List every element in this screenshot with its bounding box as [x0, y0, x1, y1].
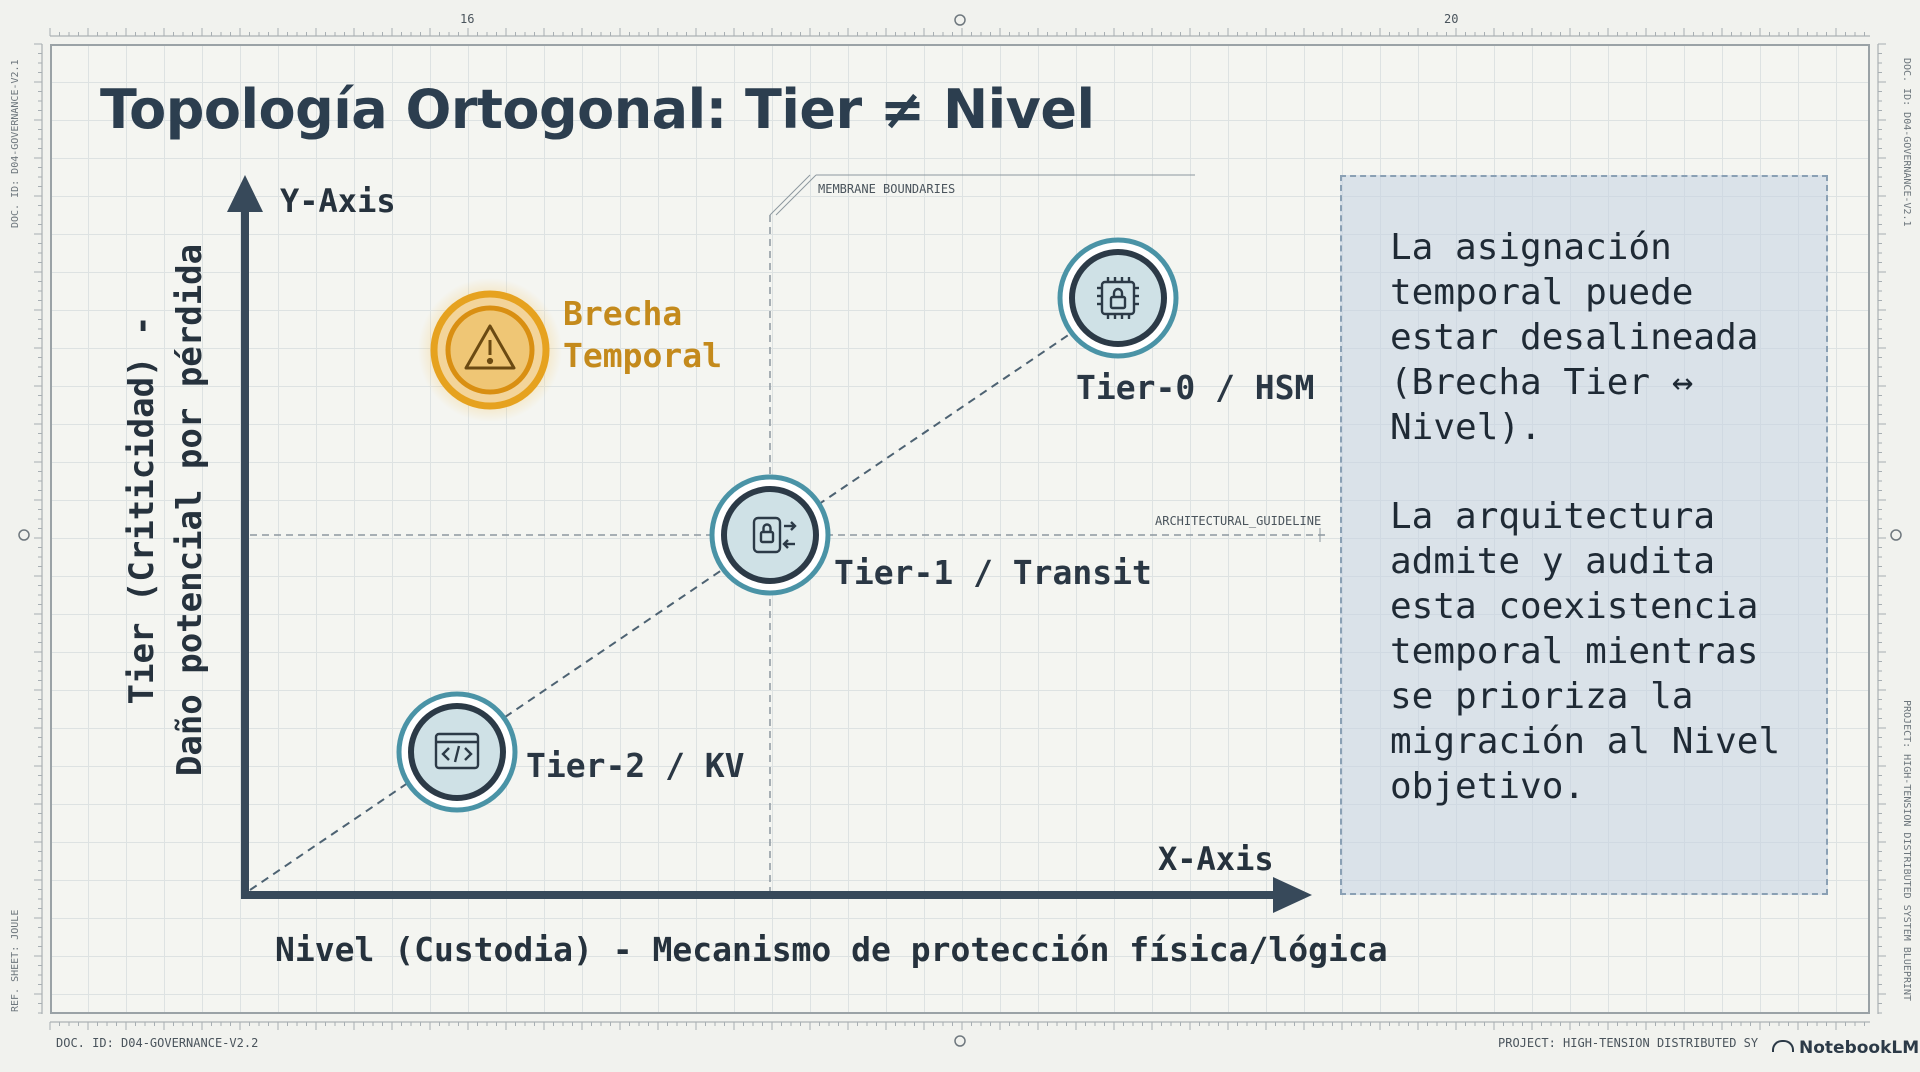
footer-doc-id: DOC. ID: D04-GOVERNANCE-V2.2 [56, 1036, 259, 1050]
membrane-leader [769, 174, 811, 216]
tier0-label: Tier-0 / HSM [1076, 368, 1315, 407]
y-axis-label-line1: Tier (Criticidad) - [122, 315, 162, 705]
ruler-label-right: 20 [1444, 12, 1459, 26]
y-axis-arrowhead [227, 175, 263, 212]
warning-icon [464, 324, 516, 370]
chip-lock-icon [1097, 277, 1139, 319]
tier2-label: Tier-2 / KV [526, 746, 745, 785]
x-axis-label: Nivel (Custodia) - Mecanismo de protecci… [275, 930, 1388, 969]
tier1-label: Tier-1 / Transit [834, 553, 1152, 592]
footer-project: PROJECT: HIGH-TENSION DISTRIBUTED SY [1498, 1036, 1759, 1050]
tier2-node [396, 691, 518, 813]
page-title: Topología Ortogonal: Tier ≠ Nivel [100, 78, 1095, 141]
brecha-label: Brecha Temporal [563, 293, 722, 377]
explanation-paragraph-2: La arquitectura admite y audita esta coe… [1390, 496, 1781, 807]
brecha-label-line2: Temporal [563, 336, 722, 375]
lock-transit-icon [752, 516, 797, 554]
registration-mark-right [1890, 529, 1902, 541]
brecha-node [418, 278, 562, 422]
y-axis-name: Y-Axis [280, 182, 396, 220]
notebooklm-logo-text: NotebookLM [1799, 1038, 1920, 1058]
explanation-paragraph-1: La asignación temporal puede estar desal… [1390, 227, 1759, 448]
explanation-panel: La asignación temporal puede estar desal… [1340, 175, 1828, 895]
brecha-label-line1: Brecha [563, 294, 683, 333]
registration-mark-left [18, 529, 30, 541]
trend-diagonal [249, 299, 1121, 891]
notebooklm-logo-icon [1772, 1040, 1794, 1052]
membrane-boundaries-label: MEMBRANE BOUNDARIES [818, 182, 956, 196]
ruler-label-left: 16 [460, 12, 475, 26]
registration-mark-top [954, 14, 966, 26]
x-axis-arrowhead [1273, 877, 1312, 913]
y-axis-label-line2: Daño potencial por pérdida [170, 243, 210, 777]
code-window-icon [434, 732, 480, 770]
x-axis-name: X-Axis [1158, 840, 1274, 878]
registration-mark-bottom [954, 1035, 966, 1047]
notebooklm-logo: NotebookLM [1772, 1038, 1919, 1058]
y-axis-label: Tier (Criticidad) - Daño potencial por p… [118, 230, 214, 790]
tier0-node [1057, 237, 1179, 359]
tier1-node [709, 474, 831, 596]
architectural-guideline-label: ARCHITECTURAL_GUIDELINE [1155, 514, 1322, 528]
